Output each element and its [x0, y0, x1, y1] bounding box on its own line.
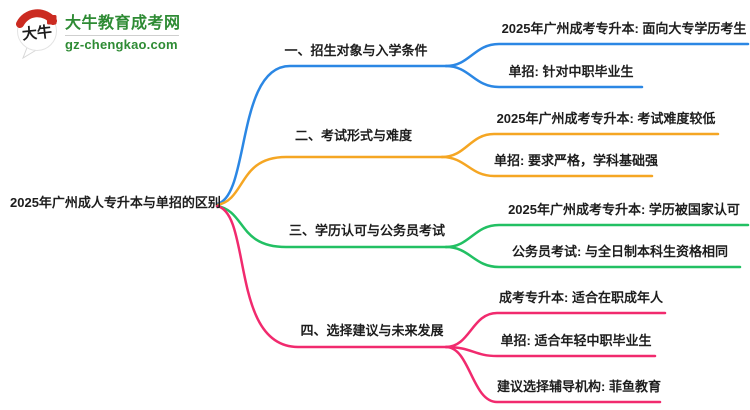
- branch-1-child-2-line: [444, 64, 644, 89]
- branch-1-child-2: 单招: 针对中职毕业生: [508, 64, 634, 79]
- branch-2-child-2-line: [440, 155, 654, 178]
- branch-2-child-1-line: [440, 132, 720, 159]
- branch-1-child-1: 2025年广州成考专升本: 面向大专学历考生: [501, 21, 747, 36]
- site-name: 大牛教育成考网: [65, 15, 181, 32]
- site-logo: 大牛 大牛教育成考网 gz-chengkao.com: [14, 9, 181, 59]
- site-url: gz-chengkao.com: [65, 37, 178, 52]
- logo-divider: [65, 35, 179, 36]
- branch-3-line: [215, 204, 448, 249]
- branch-2-label: 二、考试形式与难度: [294, 128, 412, 143]
- branch-4-child-3: 建议选择辅导机构: 菲鱼教育: [497, 379, 661, 394]
- branch-1-child-1-line: [444, 42, 750, 68]
- branch-2-line: [215, 155, 444, 207]
- branch-3-label: 三、学历认可与公务员考试: [288, 223, 445, 238]
- branch-4-line: [215, 204, 448, 349]
- logo-icon-text: 大牛: [21, 22, 53, 43]
- daniu-bubble-logo-icon: 大牛: [16, 9, 57, 59]
- branch-4-label: 四、选择建议与未来发展: [300, 323, 444, 338]
- branch-2-child-1: 2025年广州成考专升本: 考试难度较低: [496, 111, 716, 126]
- root-topic: 2025年广州成人专升本与单招的区别: [10, 195, 221, 210]
- branch-3-child-1-line: [444, 223, 750, 249]
- branch-2-child-2: 单招: 要求严格，学科基础强: [494, 153, 658, 168]
- branch-4-child-1-line: [444, 311, 667, 349]
- branch-4-child-2: 单招: 适合年轻中职毕业生: [500, 333, 652, 348]
- branch-4-child-2-line: [444, 345, 657, 358]
- branch-1-line: [215, 64, 448, 206]
- branch-3-child-1: 2025年广州成考专升本: 学历被国家认可: [508, 202, 740, 217]
- branch-3-child-2-line: [444, 245, 742, 269]
- branch-1-label: 一、招生对象与入学条件: [284, 43, 428, 58]
- branch-3-child-2: 公务员考试: 与全日制本科生资格相同: [512, 244, 728, 259]
- branch-4-child-1: 成考专升本: 适合在职成年人: [499, 290, 663, 305]
- branch-4-child-3-line: [444, 345, 662, 404]
